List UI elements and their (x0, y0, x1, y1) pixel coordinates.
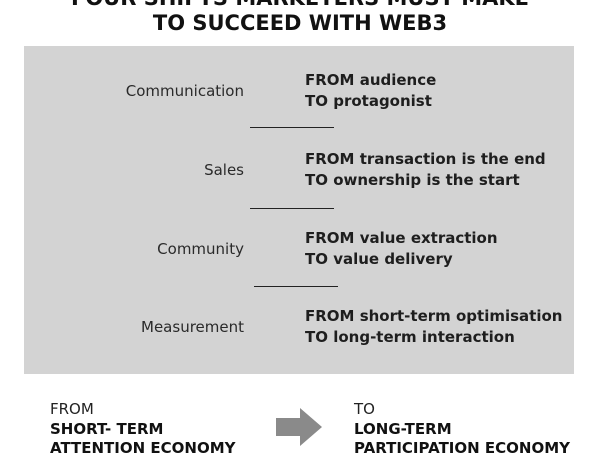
footer-from-line-1: SHORT- TERM (50, 420, 164, 438)
footer-to-label: TO (354, 400, 375, 418)
divider (250, 127, 334, 128)
shift-text-measurement: FROM short-term optimisation TO long-ter… (305, 306, 562, 348)
shift-to: TO value delivery (305, 250, 453, 268)
footer-from-label: FROM (50, 400, 94, 418)
divider (250, 208, 334, 209)
shift-to: TO long-term interaction (305, 328, 515, 346)
shift-from: FROM transaction is the end (305, 150, 546, 168)
divider (254, 286, 338, 287)
shift-from: FROM audience (305, 71, 437, 89)
shift-text-communication: FROM audience TO protagonist (305, 70, 436, 112)
shift-category-measurement: Measurement (141, 318, 244, 336)
shift-to: TO ownership is the start (305, 171, 520, 189)
shift-text-community: FROM value extraction TO value delivery (305, 228, 498, 270)
shift-category-communication: Communication (125, 82, 244, 100)
shift-to: TO protagonist (305, 92, 432, 110)
shifts-panel: Communication FROM audience TO protagoni… (24, 46, 574, 374)
shift-from: FROM value extraction (305, 229, 498, 247)
footer-from-line-2: ATTENTION ECONOMY (50, 439, 236, 457)
shift-from: FROM short-term optimisation (305, 307, 563, 325)
page-title-line-2: TO SUCCEED WITH WEB3 (152, 11, 448, 35)
page-title-line-1: FOUR SHIFTS MARKETERS MUST MAKE (0, 0, 600, 11)
footer-to-line-2: PARTICIPATION ECONOMY (354, 439, 571, 457)
shift-text-sales: FROM transaction is the end TO ownership… (305, 149, 546, 191)
footer-to-line-1: LONG-TERM (354, 420, 452, 438)
shift-category-community: Community (157, 240, 244, 258)
right-arrow-icon (276, 408, 322, 446)
shift-category-sales: Sales (204, 161, 244, 179)
